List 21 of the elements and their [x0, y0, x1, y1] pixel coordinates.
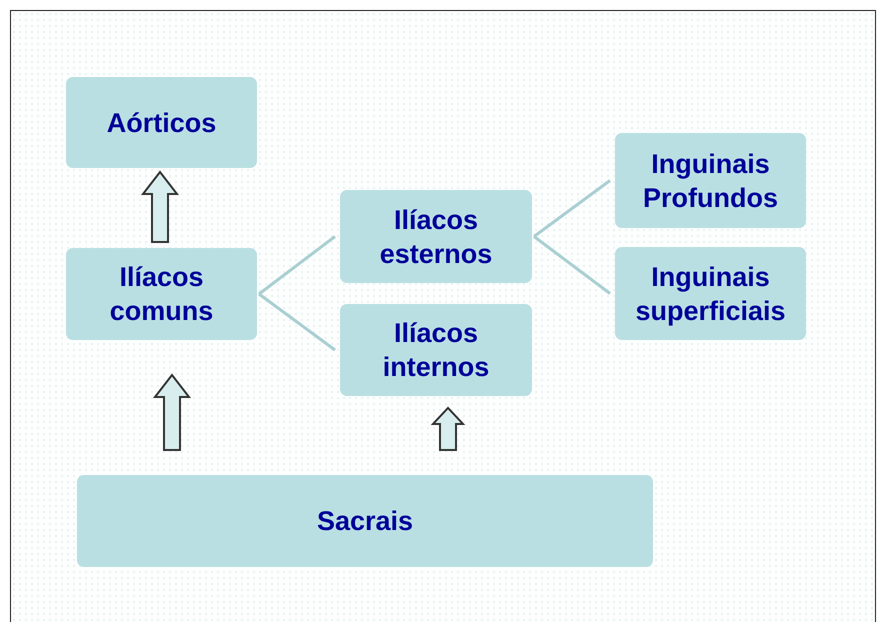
node-label: Ilíacos esternos: [378, 204, 494, 270]
lymph-node-box: [340, 190, 532, 283]
lymph-node-box: [77, 475, 653, 567]
node-label: Ilíacos comuns: [108, 261, 214, 328]
lymph-node-box: [615, 247, 806, 340]
node-label: Inguinais Profundos: [642, 148, 779, 214]
connector-line: [258, 235, 336, 296]
block-arrow: [140, 170, 180, 243]
node-label: Aórticos: [106, 106, 216, 140]
node-label: Ilíacos internos: [382, 317, 490, 384]
lymph-node-box: [615, 133, 806, 228]
lymph-node-box: [66, 248, 257, 340]
block-arrow: [430, 406, 466, 451]
node-label: Inguinais superficiais: [634, 260, 787, 328]
connector-line: [533, 235, 611, 295]
block-arrow: [152, 373, 192, 451]
connector-line: [533, 179, 611, 238]
lymph-node-box: [66, 77, 257, 168]
node-label: Sacrais: [316, 505, 414, 538]
lymph-node-box: [340, 304, 532, 396]
connector-line: [258, 292, 336, 352]
